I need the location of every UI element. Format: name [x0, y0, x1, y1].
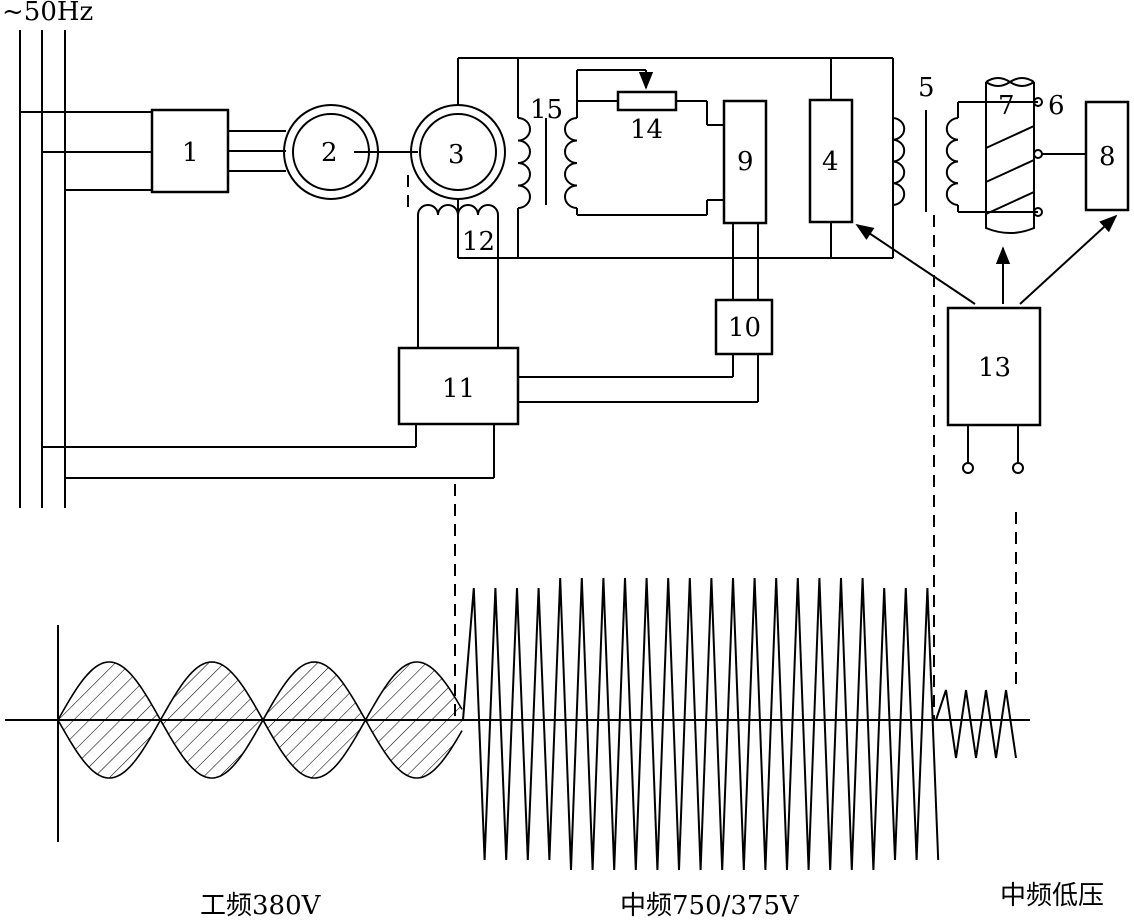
component-11-label: 11 — [442, 374, 475, 404]
component-13-box — [946, 306, 1042, 427]
component-14-label: 14 — [630, 115, 663, 145]
component-9-box — [722, 99, 768, 225]
component-5-label: 5 — [918, 73, 935, 103]
component-13-label: 13 — [978, 353, 1011, 383]
component-7-workpiece — [985, 77, 1035, 234]
component-12-label: 12 — [462, 227, 495, 257]
medium-frequency-low-voltage-waveform — [935, 689, 1017, 759]
component-4-box — [808, 98, 854, 224]
component-3-label: 3 — [448, 140, 465, 170]
component-8-box — [1084, 100, 1130, 212]
zone-label-power-frequency: 工频380V — [200, 891, 322, 920]
wires-9-to-10 — [732, 223, 759, 300]
zone-label-medium-frequency: 中频750/375V — [620, 891, 800, 920]
component-12-field-winding — [407, 175, 499, 348]
component-13-terminals — [962, 425, 1024, 474]
component-4-label: 4 — [822, 147, 839, 177]
component-2-label: 2 — [321, 138, 338, 168]
zone-separators — [454, 215, 1017, 720]
component-10-box — [714, 298, 774, 356]
supply-bus — [19, 30, 66, 508]
zone-label-medium-frequency-low-voltage: 中频低压 — [1000, 881, 1104, 911]
medium-frequency-waveform — [462, 577, 940, 871]
component-14-potentiometer — [577, 70, 724, 126]
component-6-inductor — [985, 97, 1086, 217]
feeder-wires — [20, 111, 495, 479]
wires-1-to-2 — [228, 130, 286, 172]
power-frequency-waveform — [57, 661, 463, 779]
component-9-label: 9 — [737, 147, 754, 177]
component-15-transformer — [517, 69, 724, 216]
wires-11-to-10 — [518, 354, 759, 403]
component-15-label: 15 — [530, 95, 563, 125]
component-10-label: 10 — [728, 313, 761, 343]
component-11-box — [397, 346, 520, 426]
component-6-label: 6 — [1048, 91, 1065, 121]
output-bus — [457, 57, 894, 259]
component-5-transformer — [892, 101, 1038, 213]
component-7-label: 7 — [998, 91, 1015, 121]
control-arrows — [855, 214, 1118, 305]
supply-label: ~50Hz — [2, 0, 93, 27]
component-1-label: 1 — [182, 138, 199, 168]
component-8-label: 8 — [1099, 142, 1116, 172]
